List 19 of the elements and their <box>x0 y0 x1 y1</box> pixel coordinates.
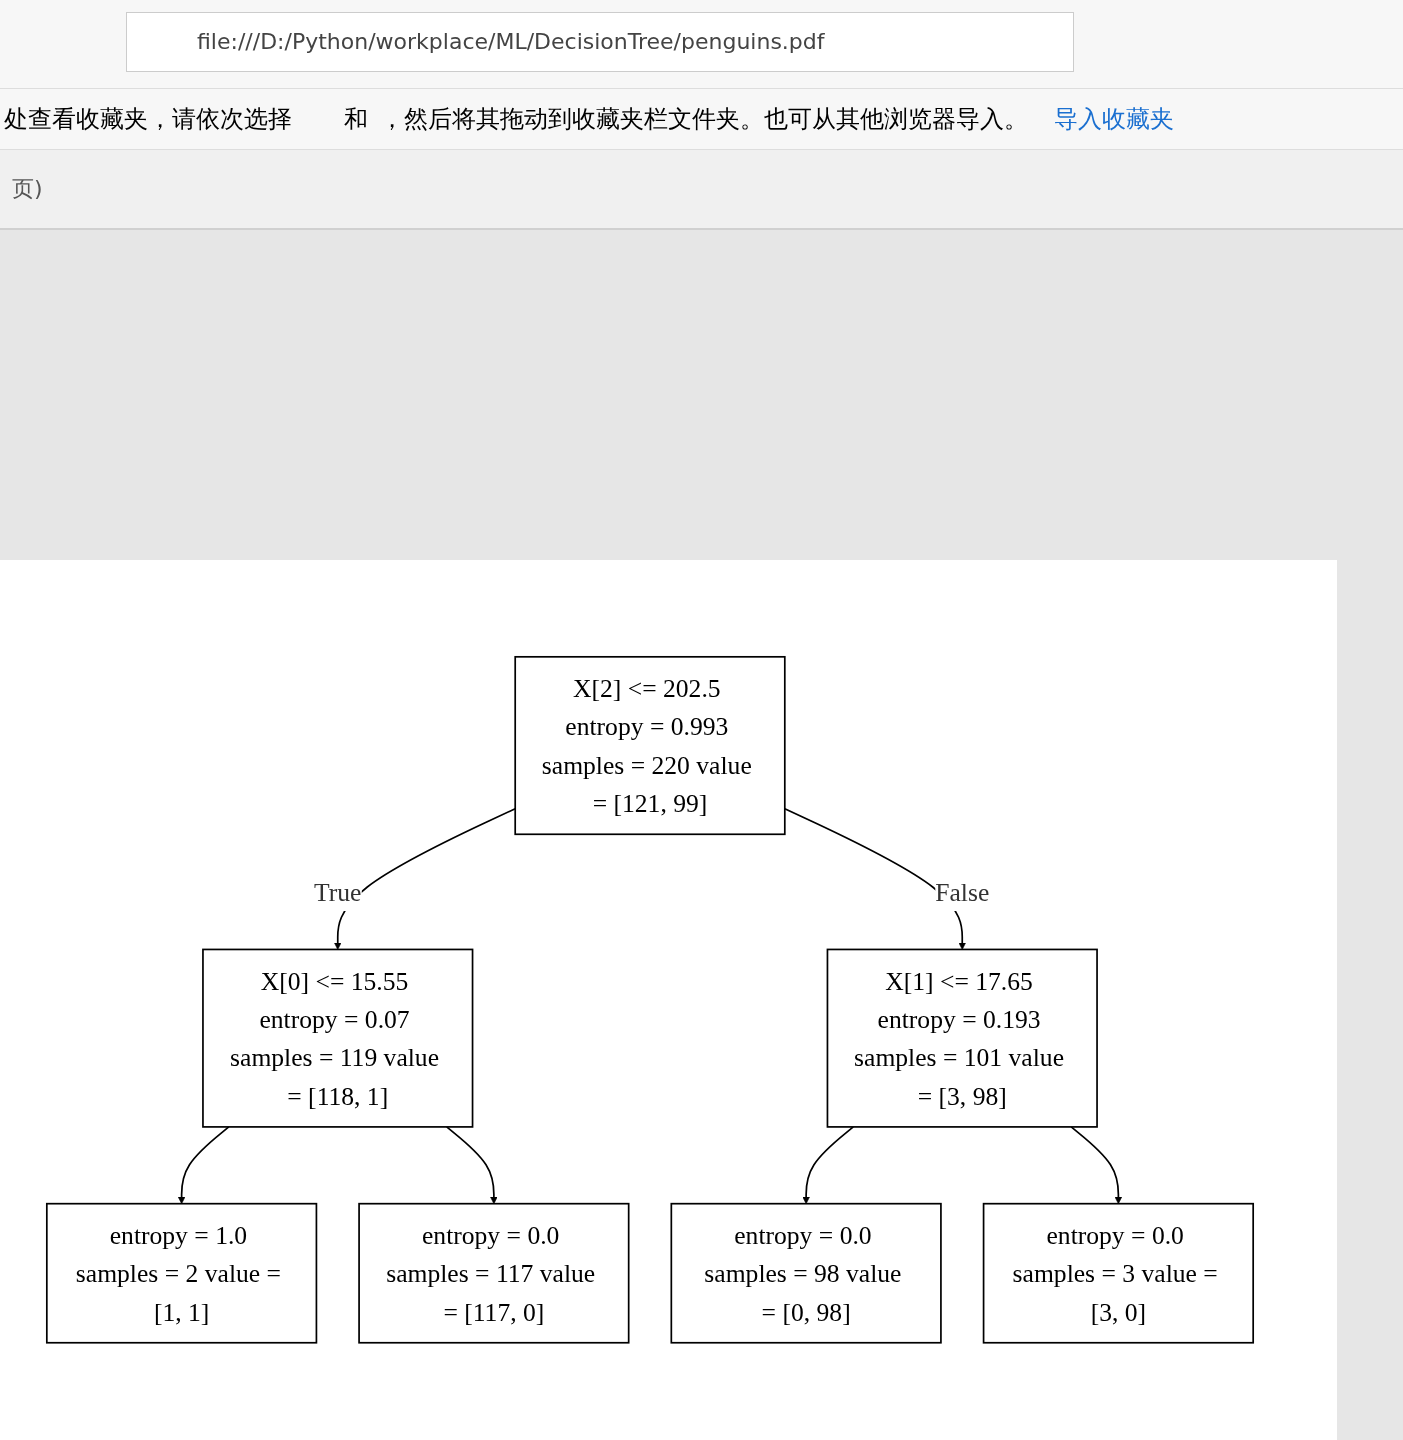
node-box: entropy = 0.0 samples = 3 value = [3, 0] <box>982 1202 1255 1344</box>
node-box: entropy = 1.0 samples = 2 value = [1, 1] <box>45 1202 318 1344</box>
node-box: entropy = 0.0 samples = 117 value = [117, 0] <box>358 1202 630 1344</box>
edge-label: True <box>314 877 362 906</box>
arrow <box>1070 1126 1123 1205</box>
page-count-text: 页) <box>12 175 43 203</box>
node-box: entropy = 0.0 samples = 98 value = [0, 98] <box>670 1202 942 1344</box>
node-box: X[1] <= 17.65 entropy = 0.193 samples = 101 value = [3, 98] <box>826 948 1098 1128</box>
node-box: X[2] <= 202.5 entropy = 0.993 samples = 220 value = [121, 99] <box>514 655 786 836</box>
notice-text: 和 <box>344 104 368 135</box>
arrow <box>177 1126 230 1205</box>
arrow <box>802 1126 855 1205</box>
arrow <box>445 1126 498 1205</box>
address-url: file:///D:/Python/workplace/ML/DecisionTree/penguins.pdf <box>197 29 825 54</box>
node-box: X[0] <= 15.55 entropy = 0.07 samples = 119 value = [118, 1] <box>202 948 474 1128</box>
import-link: 导入收藏夹 <box>1054 104 1174 135</box>
edge-label: False <box>935 877 990 906</box>
notice-text: 处查看收藏夹，请依次选择 <box>4 104 292 135</box>
notice-text: ，然后将其拖动到收藏夹栏文件夹。也可从其他浏览器导入。 <box>380 104 1028 135</box>
